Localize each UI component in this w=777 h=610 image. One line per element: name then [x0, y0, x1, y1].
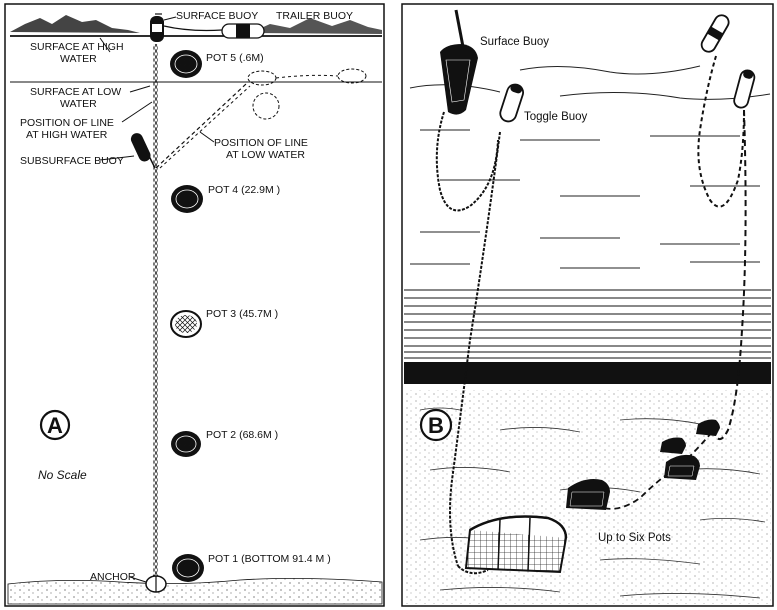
- pot-b-large: [466, 517, 566, 573]
- label-toggle-buoy-b: Toggle Buoy: [524, 111, 588, 123]
- label-subsurface-buoy: SUBSURFACE BUOY: [20, 155, 124, 167]
- label-pot-2: POT 2 (68.6M ): [206, 429, 278, 441]
- pot-4: [171, 185, 203, 213]
- main-line: [153, 44, 158, 580]
- panel-b: Surface Buoy Toggle Buoy Up to Six Pots …: [402, 4, 773, 606]
- pot-5: [170, 50, 202, 78]
- scale-note: No Scale: [38, 468, 87, 482]
- anchor: [146, 576, 166, 592]
- label-pot-1: POT 1 (BOTTOM 91.4 M ): [208, 553, 331, 565]
- label-pot-3: POT 3 (45.7M ): [206, 308, 278, 320]
- label-surface-high-2: WATER: [60, 53, 97, 65]
- sea-floor-horizon: [404, 362, 771, 384]
- label-pos-high-1: POSITION OF LINE: [20, 117, 114, 129]
- label-trailer-buoy: TRAILER BUOY: [276, 10, 353, 22]
- label-surface-buoy-b: Surface Buoy: [480, 36, 549, 48]
- pot-1: [172, 554, 204, 582]
- label-pos-high-2: AT HIGH WATER: [26, 129, 108, 141]
- pot-2: [171, 431, 201, 457]
- surface-buoy: [150, 14, 164, 42]
- badge-a-letter: A: [47, 413, 63, 438]
- label-surface-low-2: WATER: [60, 98, 97, 110]
- pot-3: [171, 311, 201, 337]
- label-anchor: ANCHOR: [90, 571, 136, 583]
- label-pot-4: POT 4 (22.9M ): [208, 184, 280, 196]
- label-surface-low-1: SURFACE AT LOW: [30, 86, 121, 98]
- label-surface-buoy: SURFACE BUOY: [176, 10, 258, 22]
- badge-b-letter: B: [428, 413, 444, 438]
- panel-a: SURFACE BUOY TRAILER BUOY SURFACE AT HIG…: [5, 4, 384, 606]
- label-pos-low-1: POSITION OF LINE: [214, 137, 308, 149]
- label-pos-low-2: AT LOW WATER: [226, 149, 305, 161]
- label-surface-high-1: SURFACE AT HIGH: [30, 41, 124, 53]
- label-pot-5: POT 5 (.6M): [206, 52, 264, 64]
- label-up-to-six-pots: Up to Six Pots: [598, 532, 671, 544]
- trailer-buoy: [222, 24, 264, 38]
